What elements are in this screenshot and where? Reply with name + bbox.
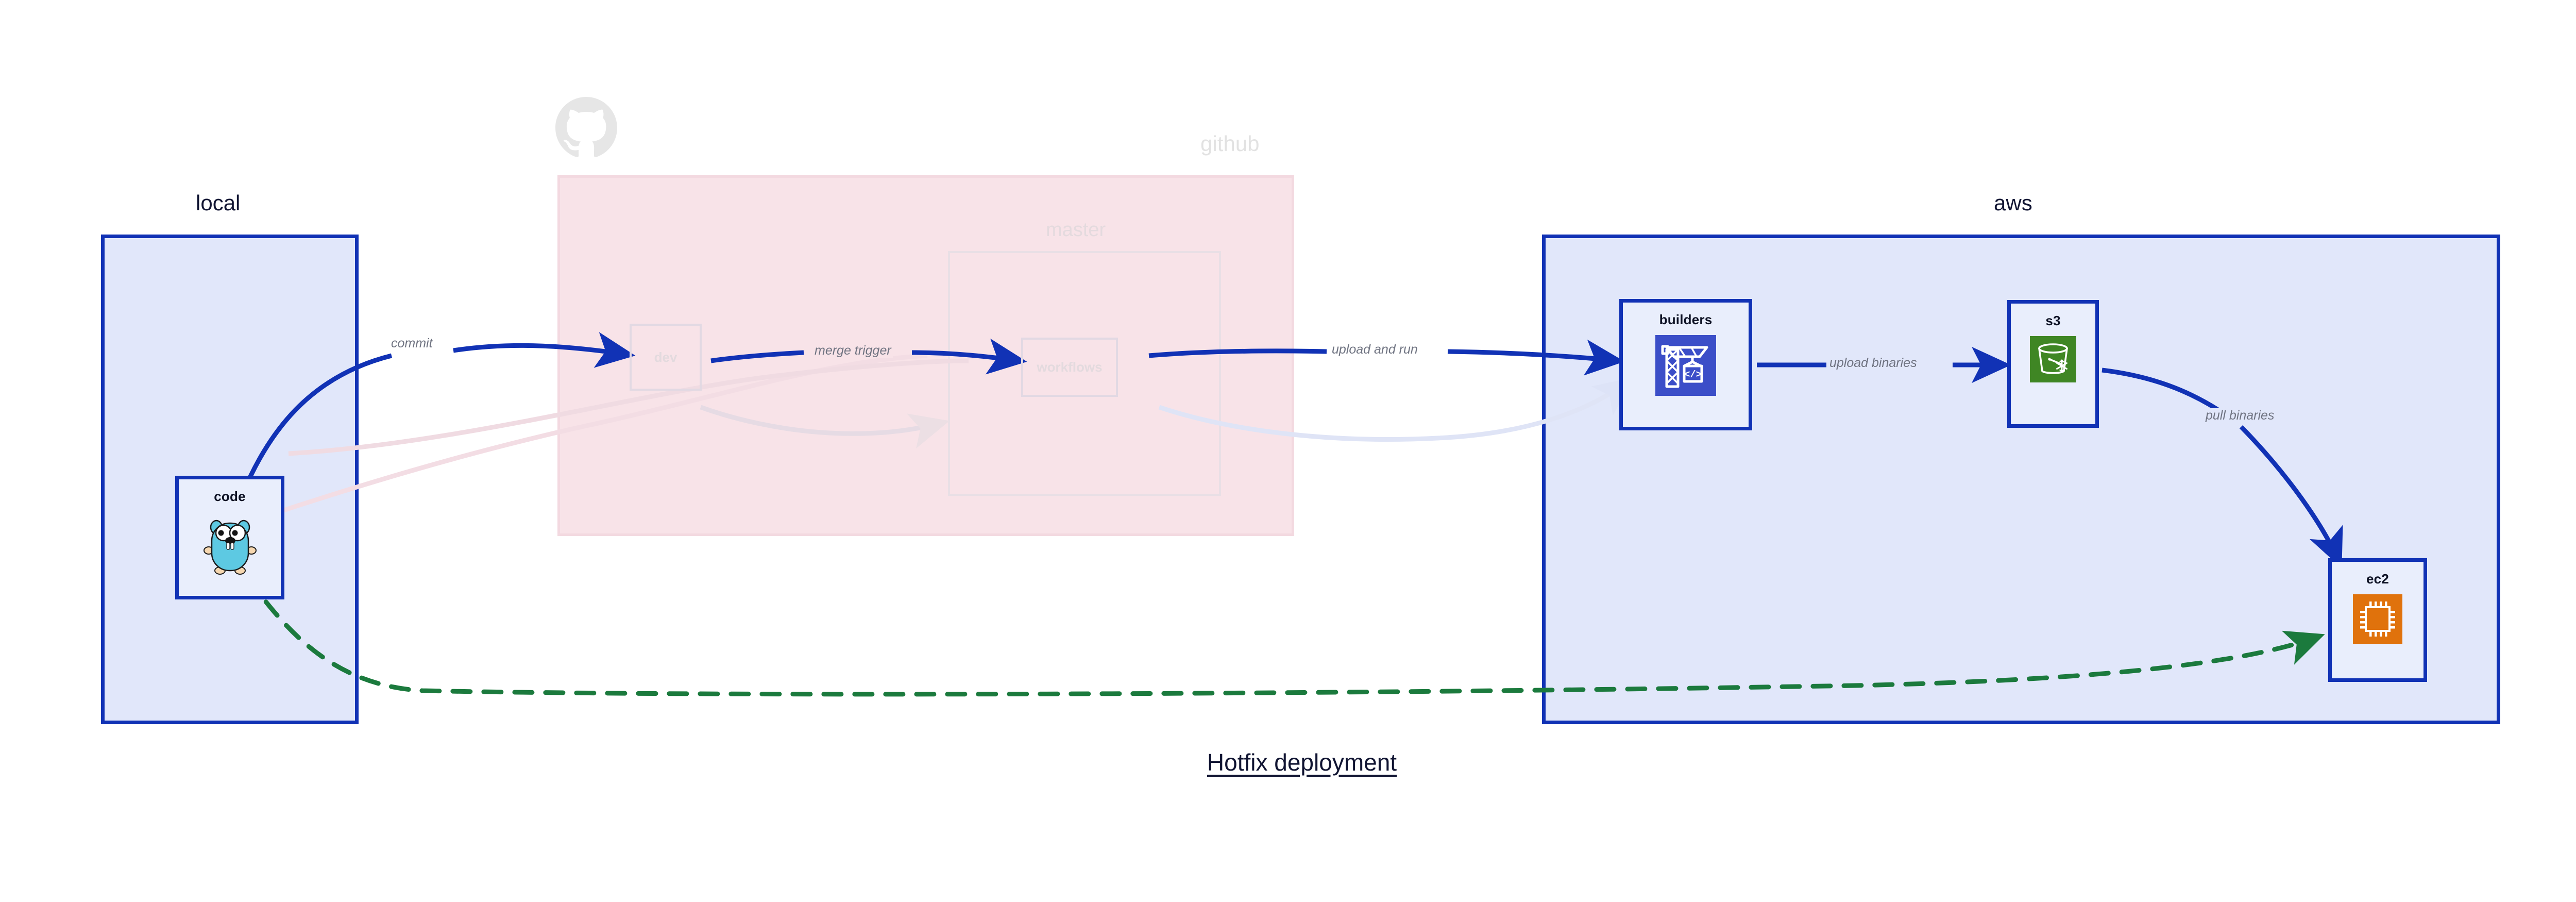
node-code[interactable]: code xyxy=(175,476,284,599)
node-dev-label: dev xyxy=(654,349,677,365)
node-code-label: code xyxy=(214,489,246,504)
node-s3-label: s3 xyxy=(2045,313,2061,328)
node-s3[interactable]: s3 xyxy=(2007,300,2099,428)
node-dev[interactable]: dev xyxy=(630,324,702,391)
github-octocat-icon xyxy=(555,97,617,159)
node-workflows[interactable]: workflows xyxy=(1021,338,1118,397)
aws-codebuild-icon: </> xyxy=(1655,335,1716,398)
edge-label-upload-binaries: upload binaries xyxy=(1828,356,1919,371)
edge-label-pull-binaries: pull binaries xyxy=(2204,408,2276,423)
edge-label-commit: commit xyxy=(389,336,434,351)
group-label-aws: aws xyxy=(1994,191,2032,215)
node-ec2-label: ec2 xyxy=(2366,571,2389,587)
aws-ec2-chip-icon xyxy=(2353,594,2402,646)
go-gopher-icon xyxy=(203,512,257,579)
group-label-local: local xyxy=(196,191,241,215)
node-builders[interactable]: builders </> xyxy=(1619,299,1752,430)
subgroup-master-label: master xyxy=(1046,219,1106,241)
group-label-github: github xyxy=(1200,131,1260,156)
node-builders-label: builders xyxy=(1659,312,1713,327)
edge-label-upload-and-run: upload and run xyxy=(1330,342,1419,357)
node-workflows-label: workflows xyxy=(1037,359,1103,375)
svg-text:</>: </> xyxy=(1684,369,1702,380)
aws-s3-glacier-icon xyxy=(2030,336,2076,385)
node-ec2[interactable]: ec2 xyxy=(2328,558,2427,682)
edge-label-merge-trigger: merge trigger xyxy=(813,343,893,358)
diagram-title: Hotfix deployment xyxy=(1207,749,1397,776)
